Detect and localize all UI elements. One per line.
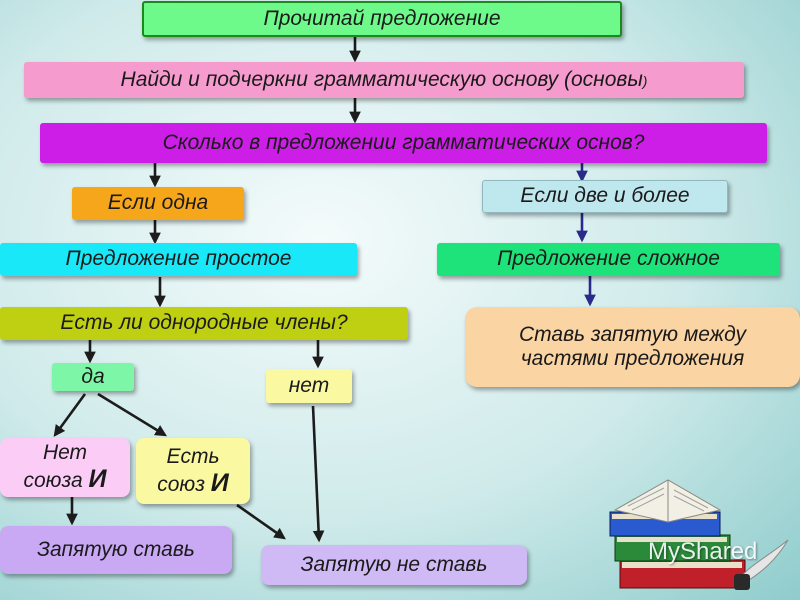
read-sentence-box: Прочитай предложение <box>142 1 622 37</box>
how-many-bases-box: Сколько в предложении грамматических осн… <box>40 123 767 163</box>
read-sentence-text: Прочитай предложение <box>263 7 500 31</box>
comma-between-line1: Ставь запятую между <box>519 323 746 347</box>
no-conjunction-line2: союза И <box>23 465 106 494</box>
arrow-has-conj-to-no-comma <box>237 505 284 538</box>
if-two-text: Если две и более <box>520 184 689 208</box>
yes-text: да <box>81 365 104 389</box>
books-illustration <box>600 470 800 600</box>
find-base-text: Найди и подчеркни грамматическую основу … <box>121 68 648 92</box>
no-conjunction-box: Нет союза И <box>0 438 130 497</box>
put-comma-text: Запятую ставь <box>37 538 195 562</box>
comma-between-box: Ставь запятую между частями предложения <box>465 307 800 387</box>
conjunction-letter: И <box>211 469 229 497</box>
conjunction-letter: И <box>89 465 107 493</box>
complex-sentence-box: Предложение сложное <box>437 243 780 276</box>
no-text: нет <box>289 374 330 398</box>
if-one-text: Если одна <box>108 191 208 215</box>
find-base-paren: ) <box>643 73 648 89</box>
homogeneous-question-text: Есть ли однородные члены? <box>60 311 347 335</box>
arrow-yes-to-no-conj <box>55 394 85 435</box>
simple-sentence-box: Предложение простое <box>0 243 357 276</box>
find-base-main: Найди и подчеркни грамматическую основу … <box>121 68 643 91</box>
no-conjunction-line1: Нет <box>43 441 87 465</box>
comma-between-line2: частями предложения <box>521 347 744 371</box>
no-comma-text: Запятую не ставь <box>301 553 488 577</box>
put-comma-box: Запятую ставь <box>0 526 232 574</box>
arrow-yes-to-has-conj <box>98 394 165 435</box>
watermark-text: MyShared <box>648 538 757 566</box>
no-conjunction-word: союза <box>23 469 82 492</box>
how-many-bases-text: Сколько в предложении грамматических осн… <box>163 131 645 155</box>
if-two-box: Если две и более <box>482 180 728 213</box>
no-box: нет <box>266 369 352 403</box>
arrow-no-to-no-comma <box>313 406 319 540</box>
homogeneous-question-box: Есть ли однородные члены? <box>0 307 408 340</box>
yes-box: да <box>52 363 134 391</box>
if-one-box: Если одна <box>72 187 244 220</box>
simple-sentence-text: Предложение простое <box>66 247 292 271</box>
has-conjunction-text: Есть союз И <box>140 445 246 498</box>
find-base-box: Найди и подчеркни грамматическую основу … <box>24 62 744 98</box>
has-conjunction-box: Есть союз И <box>136 438 250 504</box>
no-comma-box: Запятую не ставь <box>261 545 527 585</box>
complex-sentence-text: Предложение сложное <box>497 247 720 271</box>
